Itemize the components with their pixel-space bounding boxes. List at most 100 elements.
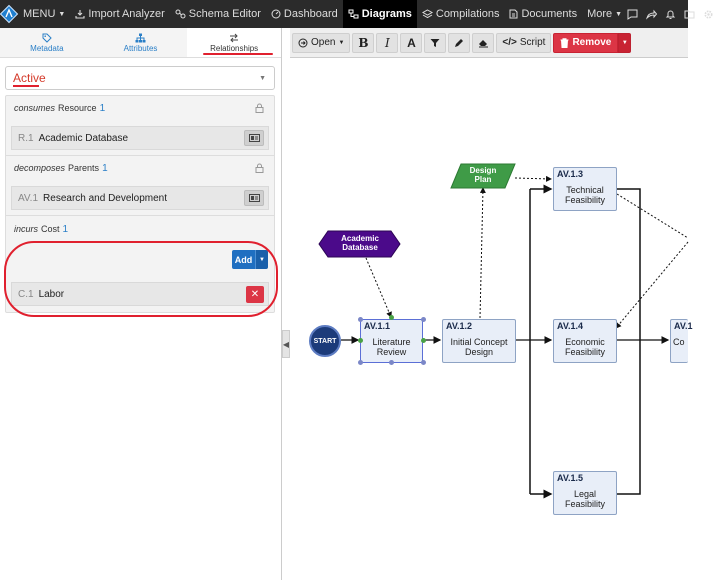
- chevron-down-icon: ▼: [338, 39, 345, 46]
- panel-tabs: Metadata Attributes Relationships: [0, 28, 282, 58]
- add-cost-dropdown-button[interactable]: ▼: [255, 250, 268, 269]
- script-button[interactable]: </> Script: [496, 32, 552, 53]
- nav-documents[interactable]: Documents: [504, 0, 582, 28]
- resize-handle[interactable]: [358, 360, 363, 365]
- resize-handle[interactable]: [421, 317, 426, 322]
- nav-menu[interactable]: MENU▼: [18, 0, 70, 28]
- add-cost-button[interactable]: Add: [232, 250, 255, 269]
- nav-import-analyzer[interactable]: Import Analyzer: [70, 0, 169, 28]
- diagram-toolbar: Open▼ B I A </> Script Remove ▼: [290, 28, 688, 58]
- nav-more-label: More: [587, 8, 613, 20]
- nav-documents-label: Documents: [521, 8, 578, 20]
- resize-handle[interactable]: [358, 317, 363, 322]
- app-logo[interactable]: [0, 0, 19, 28]
- funnel-icon: [430, 38, 440, 47]
- relationship-type: Cost: [41, 224, 60, 234]
- relationship-item-code: C.1: [18, 288, 34, 300]
- eraser-button[interactable]: [472, 32, 495, 53]
- relationships-list: consumes Resource 1 R.1 Academic Databas…: [5, 95, 275, 313]
- open-card-button[interactable]: [244, 190, 264, 206]
- chevron-down-icon: ▼: [259, 75, 266, 82]
- add-cost-button-group: Add ▼: [232, 250, 268, 269]
- connector[interactable]: [617, 188, 641, 495]
- comment-icon[interactable]: [627, 9, 638, 20]
- node-legal-feasibility[interactable]: AV.1.5 Legal Feasibility: [553, 471, 617, 515]
- nav-schema-editor[interactable]: Schema Editor: [170, 0, 266, 28]
- remove-cost-button[interactable]: ✕: [246, 286, 264, 303]
- chevron-down-icon: ▼: [58, 10, 66, 18]
- tag-icon: [42, 33, 52, 43]
- tab-metadata[interactable]: Metadata: [0, 28, 94, 57]
- bold-button[interactable]: B: [352, 32, 375, 53]
- relationship-verb: consumes: [14, 103, 56, 113]
- connector[interactable]: [365, 257, 392, 318]
- gear-icon[interactable]: [703, 9, 714, 20]
- pen-button[interactable]: [448, 32, 471, 53]
- resource-label: Academic Database: [341, 234, 379, 252]
- fill-button[interactable]: [424, 32, 447, 53]
- script-button-label: Script: [519, 37, 546, 48]
- properties-panel: Metadata Attributes Relationships Active…: [0, 28, 282, 580]
- node-label: Initial Concept Design: [450, 337, 508, 357]
- folder-icon[interactable]: [684, 9, 695, 20]
- code-icon: </>: [502, 37, 517, 48]
- document-shape[interactable]: [450, 163, 516, 189]
- resize-handle[interactable]: [389, 360, 394, 365]
- node-technical-feasibility[interactable]: AV.1.3 Technical Feasibility: [553, 167, 617, 211]
- remove-dropdown-button[interactable]: ▼: [618, 32, 632, 53]
- font-color-button[interactable]: A: [400, 32, 423, 53]
- connector[interactable]: [479, 187, 486, 319]
- relationship-count: 1: [102, 163, 108, 174]
- nav-diagrams-label: Diagrams: [361, 8, 412, 20]
- relationship-item-research-and-development[interactable]: AV.1 Research and Development: [11, 186, 269, 210]
- relationship-item-code: R.1: [18, 132, 34, 144]
- collapse-panel-handle[interactable]: ◀: [282, 330, 290, 358]
- connector[interactable]: [615, 241, 689, 329]
- node-id: AV.1.2: [446, 321, 473, 331]
- chevron-left-icon: ◀: [282, 339, 290, 349]
- relationship-item-labor[interactable]: C.1 Labor ✕: [11, 282, 269, 306]
- diagram-canvas[interactable]: Academic Database Design Plan START AV.1…: [290, 58, 693, 580]
- share-icon[interactable]: [646, 9, 658, 20]
- start-node[interactable]: START: [309, 325, 341, 357]
- nav-more[interactable]: More▼: [582, 0, 627, 28]
- relationship-item-name: Research and Development: [43, 192, 167, 204]
- relationship-item-academic-database[interactable]: R.1 Academic Database: [11, 126, 269, 150]
- chevron-down-icon: ▼: [615, 10, 623, 18]
- italic-button[interactable]: I: [376, 32, 399, 53]
- open-card-button[interactable]: [244, 130, 264, 146]
- connector[interactable]: [514, 175, 552, 182]
- node-label: Legal Feasibility: [564, 489, 605, 509]
- id-card-icon: [248, 134, 260, 142]
- node-partial-right[interactable]: AV.1 Co: [670, 319, 693, 363]
- nav-import-analyzer-label: Import Analyzer: [88, 8, 165, 20]
- node-literature-review[interactable]: AV.1.1 Literature Review: [360, 319, 423, 363]
- open-button[interactable]: Open▼: [292, 32, 351, 53]
- node-label: Technical Feasibility: [564, 185, 605, 205]
- open-circle-icon: [298, 38, 308, 47]
- swap-arrows-icon: [230, 33, 239, 42]
- connection-handle[interactable]: [389, 315, 394, 320]
- remove-button[interactable]: Remove: [553, 32, 619, 53]
- nav-compilations[interactable]: Compilations: [417, 0, 505, 28]
- node-economic-feasibility[interactable]: AV.1.4 Economic Feasibility: [553, 319, 617, 363]
- resource-shape[interactable]: [318, 230, 401, 258]
- connection-handle[interactable]: [421, 338, 426, 343]
- tab-attributes[interactable]: Attributes: [94, 28, 188, 57]
- nav-dashboard[interactable]: Dashboard: [266, 0, 343, 28]
- resize-handle[interactable]: [421, 360, 426, 365]
- bell-icon[interactable]: [665, 9, 676, 20]
- node-initial-concept-design[interactable]: AV.1.2 Initial Concept Design: [442, 319, 516, 363]
- chevron-down-icon: ▼: [259, 256, 265, 263]
- trash-icon: [560, 37, 569, 48]
- tab-attributes-label: Attributes: [123, 43, 158, 53]
- document-icon: [509, 9, 518, 19]
- nav-diagrams[interactable]: Diagrams: [342, 0, 417, 28]
- status-select[interactable]: Active ▼: [5, 66, 275, 90]
- eraser-icon: [478, 39, 488, 47]
- connector[interactable]: [616, 193, 689, 239]
- tab-relationships[interactable]: Relationships: [187, 28, 282, 57]
- status-annotation-underline: [13, 85, 39, 87]
- connection-handle[interactable]: [358, 338, 363, 343]
- diagram-connectors: [318, 163, 689, 499]
